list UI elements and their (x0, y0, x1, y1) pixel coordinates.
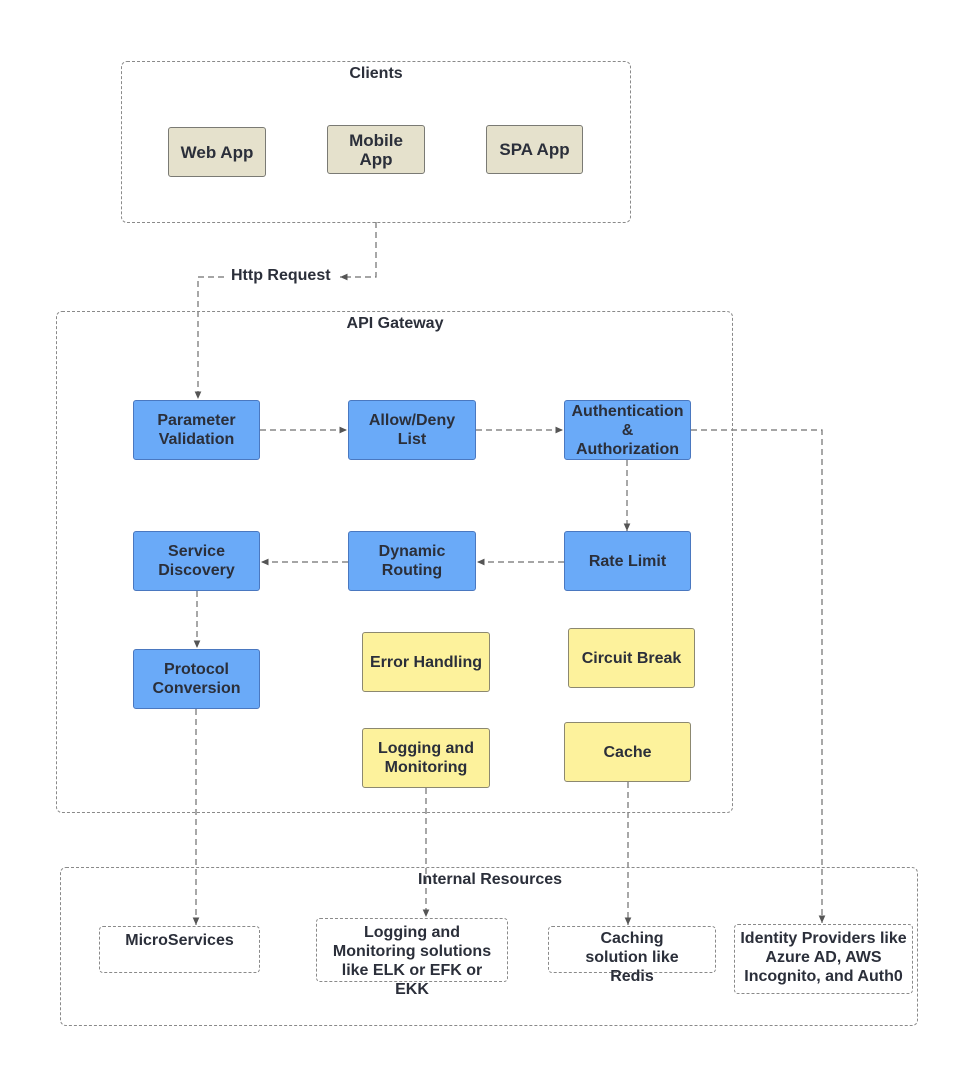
protocol-conversion-node[interactable]: Protocol Conversion (133, 649, 260, 709)
edge-clients-to-http-request (340, 222, 377, 281)
cache-node[interactable]: Cache (564, 722, 691, 782)
service-discovery-node[interactable]: Service Discovery (133, 531, 260, 591)
internal-resources-group-title: Internal Resources (417, 871, 563, 888)
microservices-node[interactable]: MicroServices (99, 926, 260, 973)
api-gateway-group (56, 311, 733, 813)
api-gateway-group-title: API Gateway (346, 315, 444, 332)
rate-limit-node[interactable]: Rate Limit (564, 531, 691, 591)
circuit-break-node[interactable]: Circuit Break (568, 628, 695, 688)
http-request-label: Http Request (228, 267, 334, 285)
mobile-app-node[interactable]: Mobile App (327, 125, 425, 174)
web-app-node[interactable]: Web App (168, 127, 266, 177)
dynamic-routing-node[interactable]: Dynamic Routing (348, 531, 476, 591)
clients-group-title: Clients (349, 65, 403, 82)
clients-group (121, 61, 631, 223)
parameter-validation-node[interactable]: Parameter Validation (133, 400, 260, 460)
error-handling-node[interactable]: Error Handling (362, 632, 490, 692)
allow-deny-list-node[interactable]: Allow/Deny List (348, 400, 476, 460)
authentication-authorization-node[interactable]: Authentication & Authorization (564, 400, 691, 460)
logging-monitoring-node[interactable]: Logging and Monitoring (362, 728, 490, 788)
spa-app-node[interactable]: SPA App (486, 125, 583, 174)
caching-solution-node[interactable]: Caching solution like Redis (548, 926, 716, 985)
identity-providers-node[interactable]: Identity Providers like Azure AD, AWS In… (734, 924, 913, 994)
logging-solutions-node[interactable]: Logging and Monitoring solutions like EL… (316, 918, 508, 998)
internal-resources-group (60, 867, 918, 1026)
